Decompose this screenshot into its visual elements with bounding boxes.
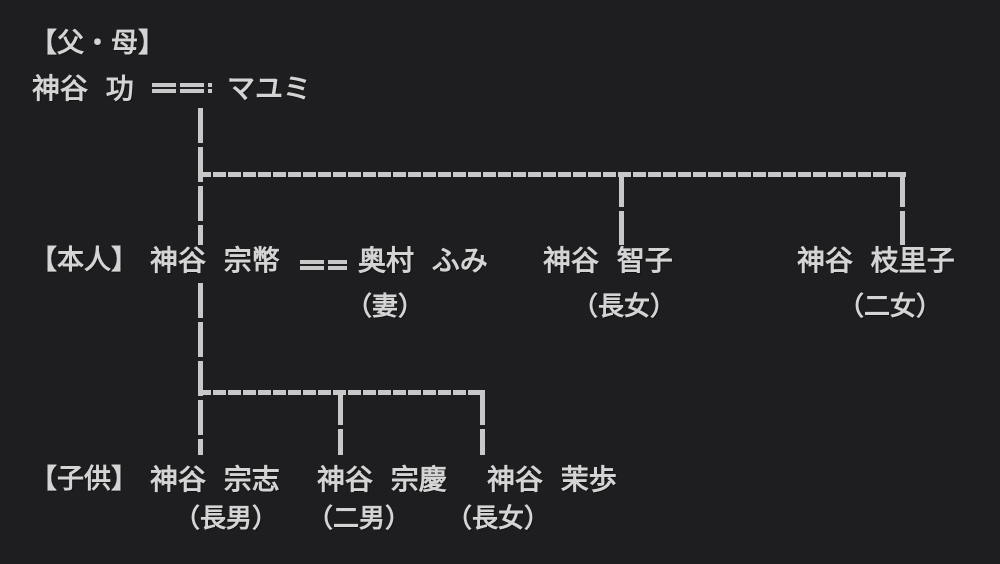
node-son2-name: 神谷 宗慶 xyxy=(317,463,447,496)
node-self-name: 神谷 宗幣 xyxy=(150,244,280,277)
node-son1-name: 神谷 宗志 xyxy=(150,463,280,496)
note-wife: （妻） xyxy=(346,292,425,322)
note-daughter: （長女） xyxy=(446,504,551,534)
node-sister2-name: 神谷 枝里子 xyxy=(797,244,955,277)
node-daughter-name: 神谷 茉歩 xyxy=(487,463,617,496)
marriage-line-parents xyxy=(152,83,212,93)
connector-drop-daughter xyxy=(480,390,485,455)
node-mother-name: マユミ xyxy=(227,72,312,105)
node-sister1-name: 神谷 智子 xyxy=(543,244,673,277)
connector-drop-sister1 xyxy=(619,172,624,245)
note-sister2: （二女） xyxy=(838,292,943,322)
note-son1: （長男） xyxy=(174,504,279,534)
connector-drop-son2 xyxy=(338,390,343,455)
generation-label-self: 【本人】 xyxy=(30,245,138,276)
marriage-line-self xyxy=(300,260,347,270)
node-wife-name: 奥村 ふみ xyxy=(358,244,488,277)
connector-siblings-horizontal xyxy=(198,172,906,177)
generation-label-children: 【子供】 xyxy=(30,464,138,495)
connector-self-down xyxy=(198,283,203,455)
connector-drop-sister2 xyxy=(900,172,905,245)
note-son2: （二男） xyxy=(307,504,412,534)
generation-label-parents: 【父・母】 xyxy=(30,28,165,59)
node-father-name: 神谷 功 xyxy=(32,72,134,105)
note-sister1: （長女） xyxy=(572,292,677,322)
